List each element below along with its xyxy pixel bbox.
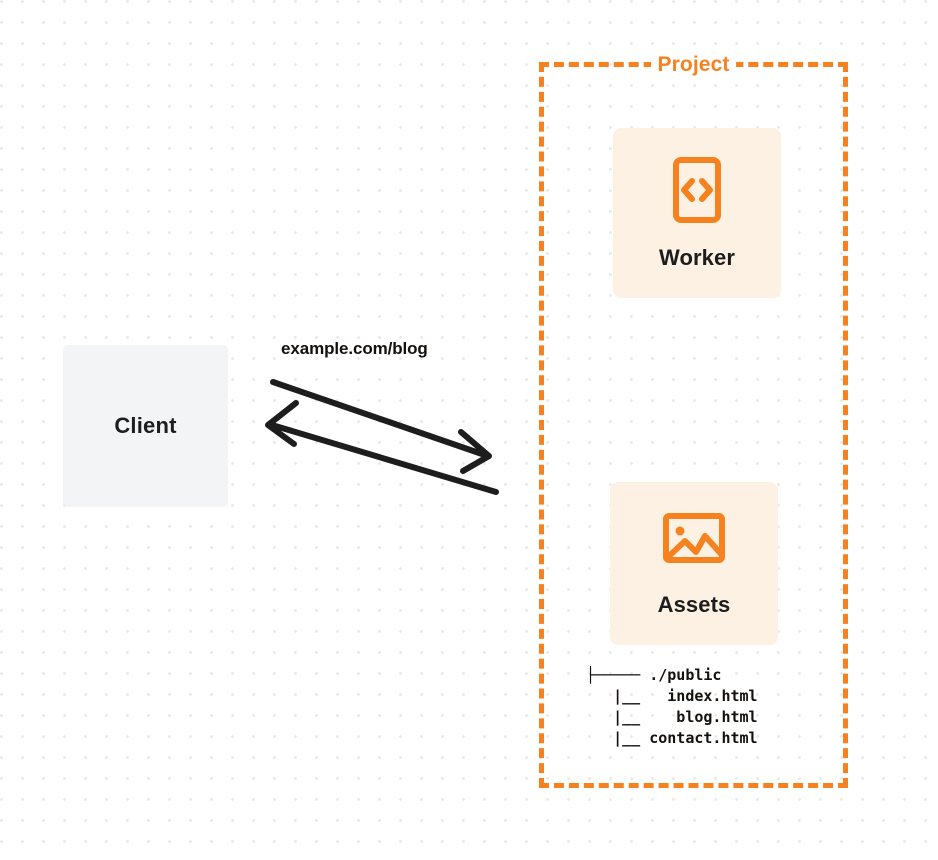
- request-arrow: [270, 379, 492, 474]
- request-url-label: example.com/blog: [281, 339, 428, 358]
- client-project-connector: [250, 325, 520, 515]
- worker-label: Worker: [659, 244, 735, 270]
- client-node[interactable]: Client: [63, 345, 228, 507]
- assets-label: Assets: [657, 592, 731, 617]
- worker-card[interactable]: Worker: [613, 128, 781, 298]
- response-arrow: [265, 400, 499, 495]
- project-title: Project: [650, 53, 737, 77]
- assets-card[interactable]: Assets: [610, 482, 778, 645]
- assets-file-tree: ├───── ./public |__ index.html |__ blog.…: [586, 666, 758, 747]
- project-boundary: Project: [539, 53, 848, 788]
- image-icon: [660, 509, 728, 576]
- code-brackets-icon: [663, 156, 731, 229]
- client-label: Client: [114, 413, 177, 438]
